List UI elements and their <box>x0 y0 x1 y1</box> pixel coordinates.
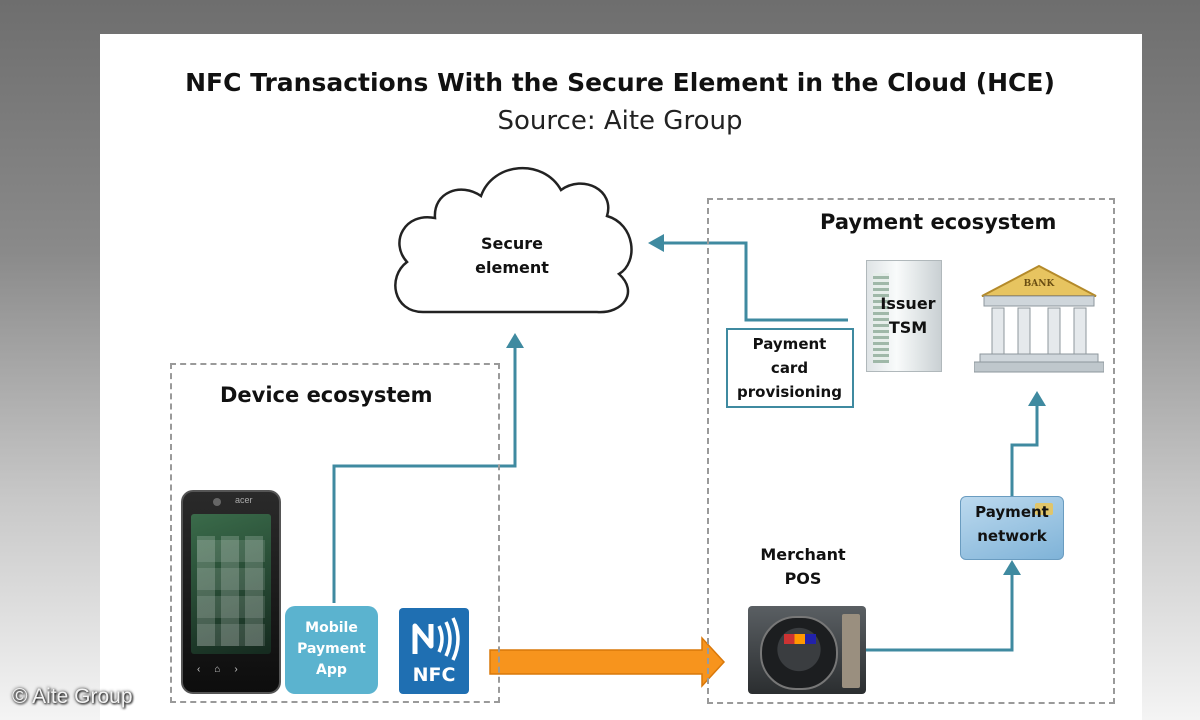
bank-icon <box>974 264 1104 373</box>
bank-sign: BANK <box>1023 279 1055 289</box>
copyright-watermark: © Aite Group <box>12 685 133 708</box>
mobile-payment-app-tile: Mobile Payment App <box>285 606 378 694</box>
phone-app-grid <box>197 536 265 646</box>
pos-terminal-image <box>748 606 866 694</box>
phone-brand: acer <box>235 495 253 505</box>
server-panel <box>873 273 889 363</box>
diagram-subtitle: Source: Aite Group <box>497 106 743 136</box>
phone-screen <box>191 514 271 654</box>
payment-ecosystem-box <box>707 198 1115 704</box>
app-to-cloud-line <box>332 345 517 603</box>
cloud-shape <box>394 167 633 314</box>
diagram-title: NFC Transactions With the Secure Element… <box>185 68 1055 97</box>
issuer-label: Issuer TSM <box>870 292 946 340</box>
issuer-to-cloud-line <box>660 241 848 322</box>
pos-to-network-arrowhead <box>1003 560 1021 575</box>
cloud-label-line2: element <box>475 258 549 277</box>
issuer-server-image <box>866 260 942 372</box>
app-to-cloud-arrowhead <box>506 333 524 348</box>
mobile-app-line3: App <box>316 662 347 678</box>
cloud-label-line1: Secure <box>481 234 543 253</box>
mobile-app-line1: Mobile <box>305 620 358 636</box>
phone-image: acer ‹⌂› <box>181 490 281 694</box>
nfc-icon <box>412 617 460 661</box>
nfc-label: NFC <box>412 664 456 686</box>
network-to-bank-arrowhead <box>1028 391 1046 406</box>
device-ecosystem-box <box>170 363 500 703</box>
provisioning-line1: Payment <box>752 335 827 353</box>
provisioning-box: Payment card provisioning <box>726 328 854 408</box>
network-to-bank-line <box>1010 404 1039 496</box>
payment-network-line2: network <box>977 527 1047 545</box>
merchant-line1: Merchant <box>760 545 846 564</box>
pos-side-panel <box>842 614 860 688</box>
device-ecosystem-label: Device ecosystem <box>220 383 433 407</box>
pos-to-network-line <box>866 572 1014 652</box>
payment-ecosystem-label: Payment ecosystem <box>820 210 1057 234</box>
mobile-app-label: Mobile Payment App <box>285 618 378 681</box>
provisioning-label: Payment card provisioning <box>728 332 851 404</box>
provisioning-line3: provisioning <box>737 383 842 401</box>
payment-network-line1: Payment <box>975 503 1049 521</box>
nfc-tile: NFC <box>399 608 469 694</box>
pos-card-logos <box>784 634 816 644</box>
merchant-pos-label: Merchant POS <box>750 543 856 591</box>
nfc-to-pos-arrow <box>489 636 726 688</box>
payment-network-label: Payment network <box>962 500 1062 548</box>
issuer-label-line2: TSM <box>888 318 928 337</box>
phone-camera-icon <box>213 498 221 506</box>
issuer-to-cloud-arrowhead <box>648 234 664 252</box>
issuer-label-line1: Issuer <box>880 294 936 313</box>
payment-network-card <box>960 496 1064 560</box>
merchant-line2: POS <box>784 569 822 588</box>
cloud-label: Secure element <box>460 232 564 280</box>
mobile-app-line2: Payment <box>297 641 366 657</box>
phone-nav-icons: ‹⌂› <box>197 664 252 675</box>
pos-reader <box>760 616 838 690</box>
card-chip <box>1035 503 1053 515</box>
provisioning-line2: card <box>770 359 809 377</box>
